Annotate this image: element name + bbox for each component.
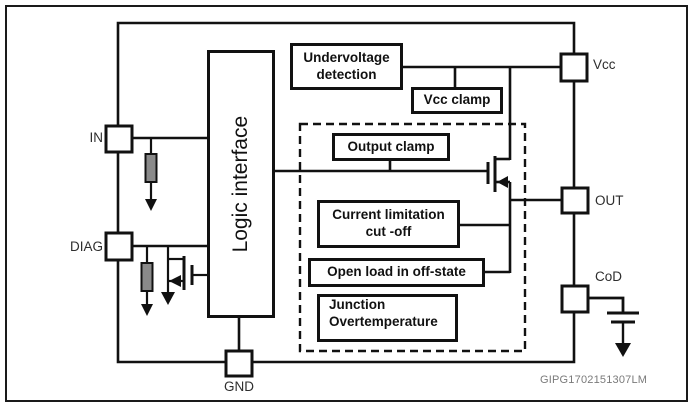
figure-border	[5, 5, 688, 402]
vcc-clamp-label: Vcc clamp	[423, 92, 491, 108]
ground-arrow-icon	[615, 343, 631, 357]
resistor-icon	[140, 262, 154, 292]
diag-nmos-transistor-icon	[161, 246, 208, 305]
undervoltage-detection-label-line1: Undervoltage	[303, 49, 390, 65]
pin-square-in	[104, 124, 134, 154]
protection-region-dashed-box	[298, 122, 527, 353]
pin-square-vcc	[559, 52, 589, 83]
diag-pulldown-resistor	[132, 244, 208, 316]
pin-label-in: IN	[89, 130, 104, 145]
pin-label-cod: CoD	[595, 269, 623, 284]
output-wires	[460, 198, 561, 274]
vcc-rail-wire	[403, 65, 561, 160]
pin-label-out: OUT	[595, 193, 624, 208]
output-clamp-block: Output clamp	[332, 133, 450, 161]
current-limitation-block: Current limitation cut -off	[317, 200, 460, 248]
ground-arrow-icon	[161, 292, 175, 305]
figure-watermark: GIPG1702151307LM	[540, 374, 648, 386]
junction-overtemperature-label-line1: Junction	[329, 297, 386, 312]
in-pulldown-resistor	[132, 136, 208, 211]
logic-interface-block: Logic interface	[207, 50, 275, 318]
open-load-label: Open load in off-state	[327, 264, 466, 280]
pin-square-cod	[560, 284, 590, 314]
gate-drive-wire	[275, 160, 488, 173]
ground-arrow-icon	[145, 199, 157, 211]
vcc-clamp-block: Vcc clamp	[411, 87, 503, 114]
ground-arrow-icon	[141, 304, 153, 316]
output-clamp-label: Output clamp	[347, 138, 435, 154]
current-limitation-label-line2: cut -off	[365, 224, 412, 239]
pin-label-gnd: GND	[224, 379, 254, 394]
power-mosfet-icon	[486, 156, 512, 273]
current-limitation-label-line1: Current limitation	[332, 207, 445, 223]
logic-interface-label: Logic interface	[228, 115, 252, 253]
open-load-block: Open load in off-state	[308, 258, 485, 287]
pin-square-diag	[104, 231, 134, 262]
pin-square-gnd	[224, 349, 254, 378]
capacitor-icon	[588, 296, 639, 357]
junction-overtemperature-block: Junction Overtemperature	[317, 294, 458, 342]
pin-squares	[104, 52, 590, 378]
pin-label-diag: DIAG	[69, 239, 103, 254]
junction-overtemperature-label-line2: Overtemperature	[329, 313, 438, 329]
resistor-icon	[144, 153, 158, 183]
pin-label-vcc: Vcc	[593, 57, 616, 72]
undervoltage-detection-block: Undervoltage detection	[290, 43, 403, 90]
pin-square-out	[560, 186, 590, 215]
undervoltage-detection-label-line2: detection	[316, 66, 377, 82]
